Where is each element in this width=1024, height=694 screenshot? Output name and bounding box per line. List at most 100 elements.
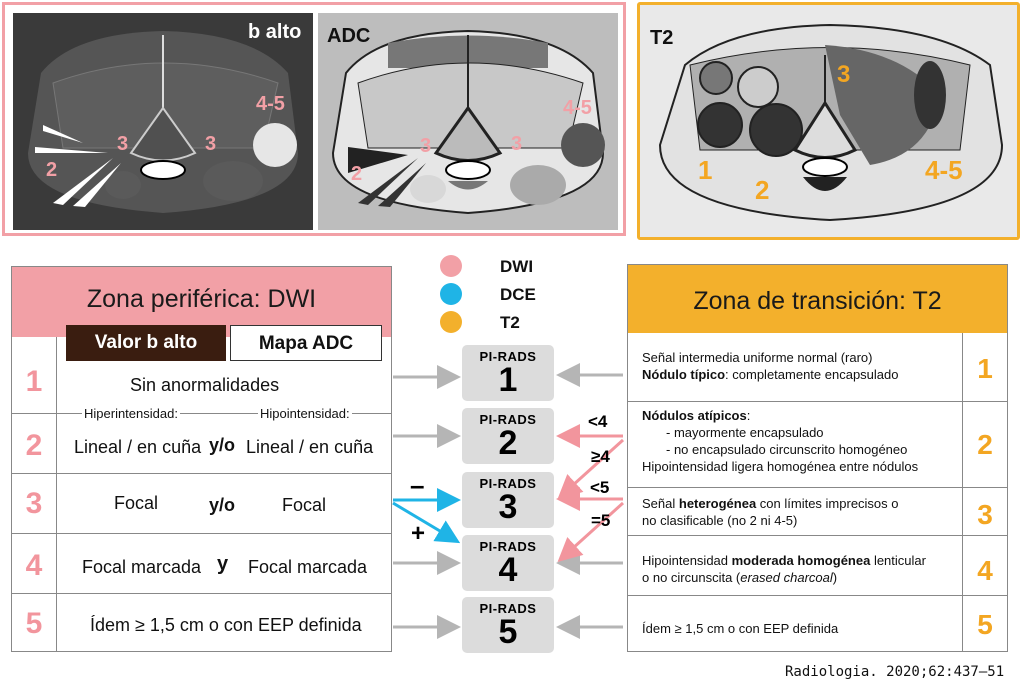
adc-title: ADC bbox=[327, 25, 371, 47]
legend-item-t2: T2 bbox=[440, 311, 520, 333]
tz-row-1-text: Señal intermedia uniforme normal (raro) … bbox=[642, 349, 962, 383]
tz-row-5-number: 5 bbox=[977, 609, 993, 640]
legend-label-dwi: DWI bbox=[500, 257, 534, 276]
adc-label-4-5: 4-5 bbox=[563, 97, 592, 119]
tz-row-4-a: Hipointensidad bbox=[642, 553, 732, 568]
pirads-value-4: 4 bbox=[498, 551, 518, 589]
tz-row-2-number: 2 bbox=[977, 429, 993, 460]
tz-row-4-italic: erased charcoal bbox=[740, 570, 833, 585]
tz-row-divider bbox=[628, 595, 1007, 596]
pz-row-1-number: 1 bbox=[25, 365, 43, 398]
tz-row-3-c: con límites imprecisos o bbox=[756, 496, 899, 511]
pirads-label: PI-RADS bbox=[479, 349, 537, 364]
b-alto-label-2: 2 bbox=[46, 159, 58, 181]
tz-row-3-line-1: Señal heterogénea con límites imprecisos… bbox=[642, 495, 962, 512]
pz-row-3-number: 3 bbox=[25, 487, 43, 520]
tz-row-2-line-3: - no encapsulado circunscrito homogéneo bbox=[666, 442, 908, 457]
arrow-label-lt5: <5 bbox=[590, 478, 610, 497]
adc-illustration bbox=[331, 29, 605, 215]
pirads-value-5: 5 bbox=[498, 613, 518, 651]
legend-label-dce: DCE bbox=[500, 285, 536, 304]
pz-row-4-left: Focal marcada bbox=[82, 557, 202, 577]
t2-label-2: 2 bbox=[755, 175, 770, 205]
arrow-label-eq5: =5 bbox=[591, 511, 611, 530]
legend-item-dce: DCE bbox=[440, 283, 536, 305]
pz-row-3-conj: y/o bbox=[209, 495, 236, 515]
tz-row-3-number: 3 bbox=[977, 499, 993, 530]
pz-row-2-number: 2 bbox=[25, 429, 43, 462]
tz-row-1-rest: : completamente encapsulado bbox=[725, 367, 899, 382]
dwi-panels-frame bbox=[2, 2, 626, 236]
tz-row-4-d: o no circunscita ( bbox=[642, 570, 741, 585]
hypointensity-label: Hipointensidad: bbox=[258, 406, 352, 421]
transition-zone-header: Zona de transición: T2 bbox=[628, 265, 1007, 333]
transition-zone-table: Zona de transición: T2 Señal intermedia … bbox=[627, 264, 1008, 652]
peripheral-zone-table: Zona periférica: DWI Valor b alto Mapa A… bbox=[11, 266, 392, 652]
arrow-label-lt4: <4 bbox=[588, 412, 608, 431]
pz-row-3-left: Focal bbox=[114, 493, 159, 513]
pz-row-2-left: Lineal / en cuña bbox=[74, 437, 202, 457]
b-alto-label-3a: 3 bbox=[117, 133, 129, 155]
tz-row-divider bbox=[628, 535, 1007, 536]
legend-label-t2: T2 bbox=[500, 313, 520, 332]
tz-row-2-line-1: Nódulos atípicos: bbox=[642, 407, 962, 424]
pz-row-2-right: Lineal / en cuña bbox=[246, 437, 374, 457]
transition-zone-title: Zona de transición: T2 bbox=[693, 287, 942, 315]
hyperintensity-label: Hiperintensidad: bbox=[82, 406, 180, 421]
t2-illustration bbox=[658, 23, 1004, 222]
adc-label-2: 2 bbox=[351, 163, 363, 185]
pirads-label: PI-RADS bbox=[479, 539, 537, 554]
col-header-b-alto-label: Valor b alto bbox=[94, 332, 198, 353]
tz-row-4-c: lenticular bbox=[870, 553, 926, 568]
col-header-b-alto: Valor b alto bbox=[66, 325, 226, 361]
pz-row-5-text: Ídem ≥ 1,5 cm o con EEP definida bbox=[90, 615, 362, 635]
peripheral-zone-title: Zona periférica: DWI bbox=[86, 285, 317, 313]
adc-label-3a: 3 bbox=[420, 135, 432, 157]
row-divider bbox=[12, 413, 391, 414]
b-alto-illustration bbox=[28, 31, 298, 213]
tz-row-4-line-1: Hipointensidad moderada homogénea lentic… bbox=[642, 552, 962, 569]
pz-row-5-number: 5 bbox=[25, 607, 43, 640]
tz-row-1-bold: Nódulo típico bbox=[642, 367, 726, 382]
tz-row-1-line-2: Nódulo típico: completamente encapsulado bbox=[642, 366, 962, 383]
t2-title: T2 bbox=[650, 27, 674, 49]
tz-row-divider bbox=[628, 401, 1007, 402]
tz-row-4-number: 4 bbox=[977, 555, 993, 586]
left-table-divider bbox=[56, 337, 57, 651]
tz-row-3-line-2: no clasificable (no 2 ni 4-5) bbox=[642, 513, 798, 528]
arrow-label-ge4: ≥4 bbox=[591, 447, 610, 466]
t2-label-1: 1 bbox=[698, 155, 713, 185]
tz-row-1-line-1: Señal intermedia uniforme normal (raro) bbox=[642, 350, 873, 365]
tz-row-2-colon: : bbox=[746, 408, 751, 423]
row-divider bbox=[12, 533, 391, 534]
b-alto-panel: b alto 4-5 3 3 2 bbox=[13, 13, 313, 230]
pirads-label: PI-RADS bbox=[479, 601, 537, 616]
tz-row-4-line-2: o no circunscita (erased charcoal) bbox=[642, 569, 962, 586]
arrow-label-minus: – bbox=[410, 470, 425, 500]
tz-row-4-e: ) bbox=[832, 570, 838, 585]
tz-row-3-text: Señal heterogénea con límites imprecisos… bbox=[642, 495, 962, 529]
right-table-divider bbox=[962, 333, 963, 651]
b-alto-title: b alto bbox=[248, 21, 302, 43]
tz-row-1-number: 1 bbox=[977, 353, 993, 384]
col-header-adc-label: Mapa ADC bbox=[258, 333, 354, 354]
pz-row-1-text: Sin anormalidades bbox=[130, 375, 280, 395]
t2-panel: T2 3 1 2 4-5 bbox=[637, 2, 1020, 240]
pz-row-4-right: Focal marcada bbox=[248, 557, 368, 577]
pirads-value-3: 3 bbox=[498, 488, 518, 526]
pz-row-3-right: Focal bbox=[282, 495, 327, 515]
pirads-box-3: PI-RADS 3 bbox=[462, 472, 554, 528]
pirads-label: PI-RADS bbox=[479, 412, 537, 427]
pirads-box-4: PI-RADS 4 bbox=[462, 535, 554, 591]
pirads-box-1: PI-RADS 1 bbox=[462, 345, 554, 401]
citation: Radiologia. 2020;62:437–51 bbox=[785, 664, 1005, 680]
row-divider bbox=[12, 473, 391, 474]
legend-dot-dce bbox=[440, 283, 462, 305]
pirads-box-2: PI-RADS 2 bbox=[462, 408, 554, 464]
tz-row-4-bold: moderada homogénea bbox=[731, 553, 871, 568]
adc-label-3b: 3 bbox=[511, 133, 523, 155]
pz-row-4-conj: y bbox=[217, 553, 229, 575]
pirads-label: PI-RADS bbox=[479, 476, 537, 491]
arrow-label-plus: + bbox=[411, 520, 426, 547]
tz-row-2-line-2: - mayormente encapsulado bbox=[666, 425, 824, 440]
